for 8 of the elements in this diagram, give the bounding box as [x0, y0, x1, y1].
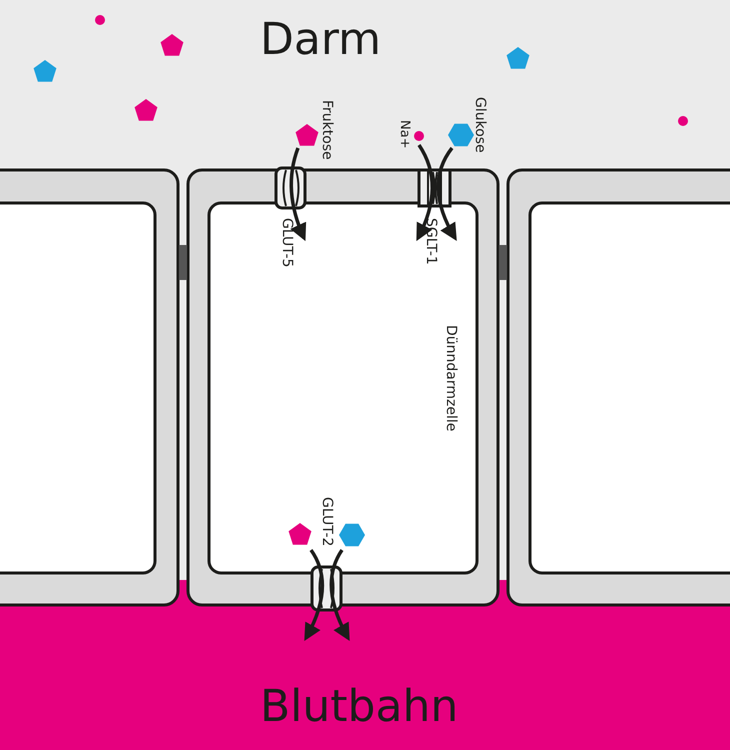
ion-label: Na+: [398, 120, 411, 149]
molecule-label: Fruktose: [320, 100, 334, 160]
molecule-label: Glukose: [473, 97, 487, 153]
transporter-label: GLUT-2: [320, 497, 334, 546]
region-title: Darm: [260, 18, 382, 62]
transporter-label: GLUT-5: [280, 218, 294, 268]
cell-label: Dünndarmzelle: [444, 325, 458, 432]
region-title: Blutbahn: [260, 685, 458, 729]
